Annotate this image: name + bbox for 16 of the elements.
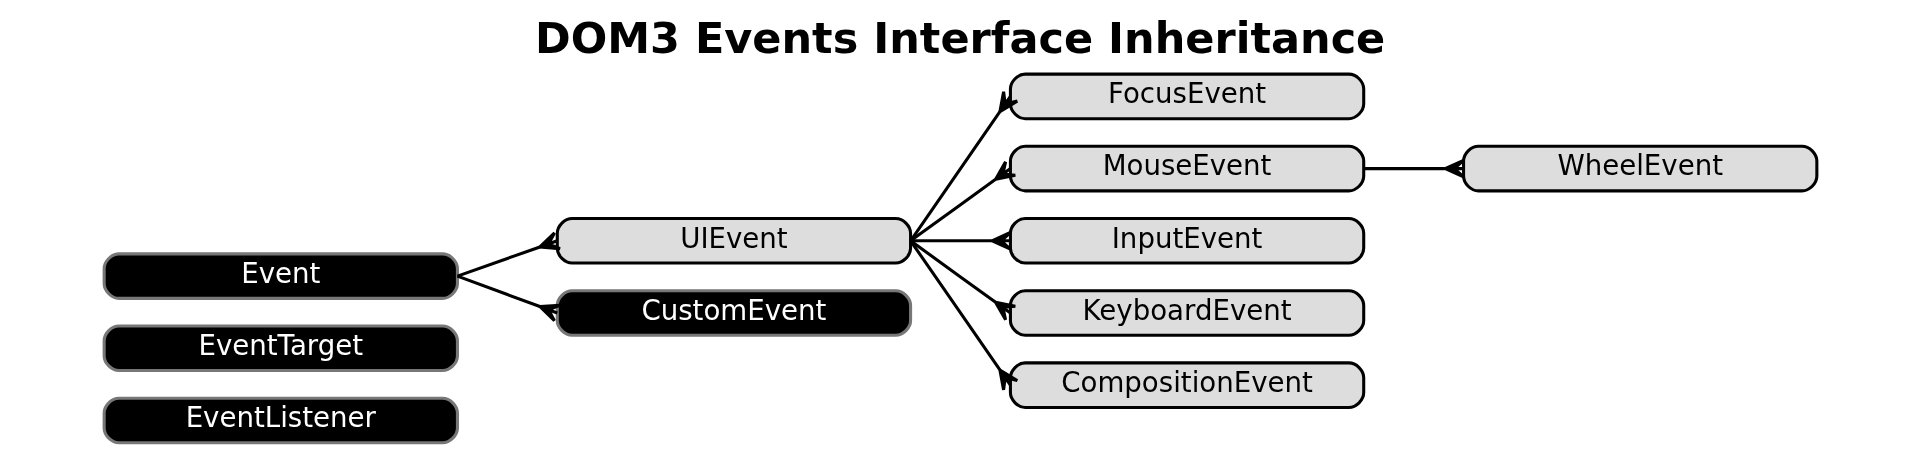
node-box: UIEvent — [555, 217, 912, 265]
node-box: EventListener — [102, 396, 459, 445]
node-box: KeyboardEvent — [1008, 289, 1365, 337]
node-box: WheelEvent — [1461, 144, 1818, 193]
connector — [456, 231, 562, 278]
connector — [910, 230, 1012, 251]
node-box: FocusEvent — [1008, 72, 1365, 121]
node-box: EventTarget — [102, 324, 459, 373]
connector — [456, 274, 562, 323]
node-box: MouseEvent — [1008, 144, 1365, 193]
diagram-title: DOM3 Events Interface Inheritance — [534, 13, 1385, 64]
connector — [1363, 158, 1465, 179]
node-box: InputEvent — [1008, 217, 1365, 265]
node-box: Event — [102, 252, 459, 300]
node-box: CustomEvent — [555, 289, 912, 337]
node-box: CompositionEvent — [1008, 361, 1365, 409]
